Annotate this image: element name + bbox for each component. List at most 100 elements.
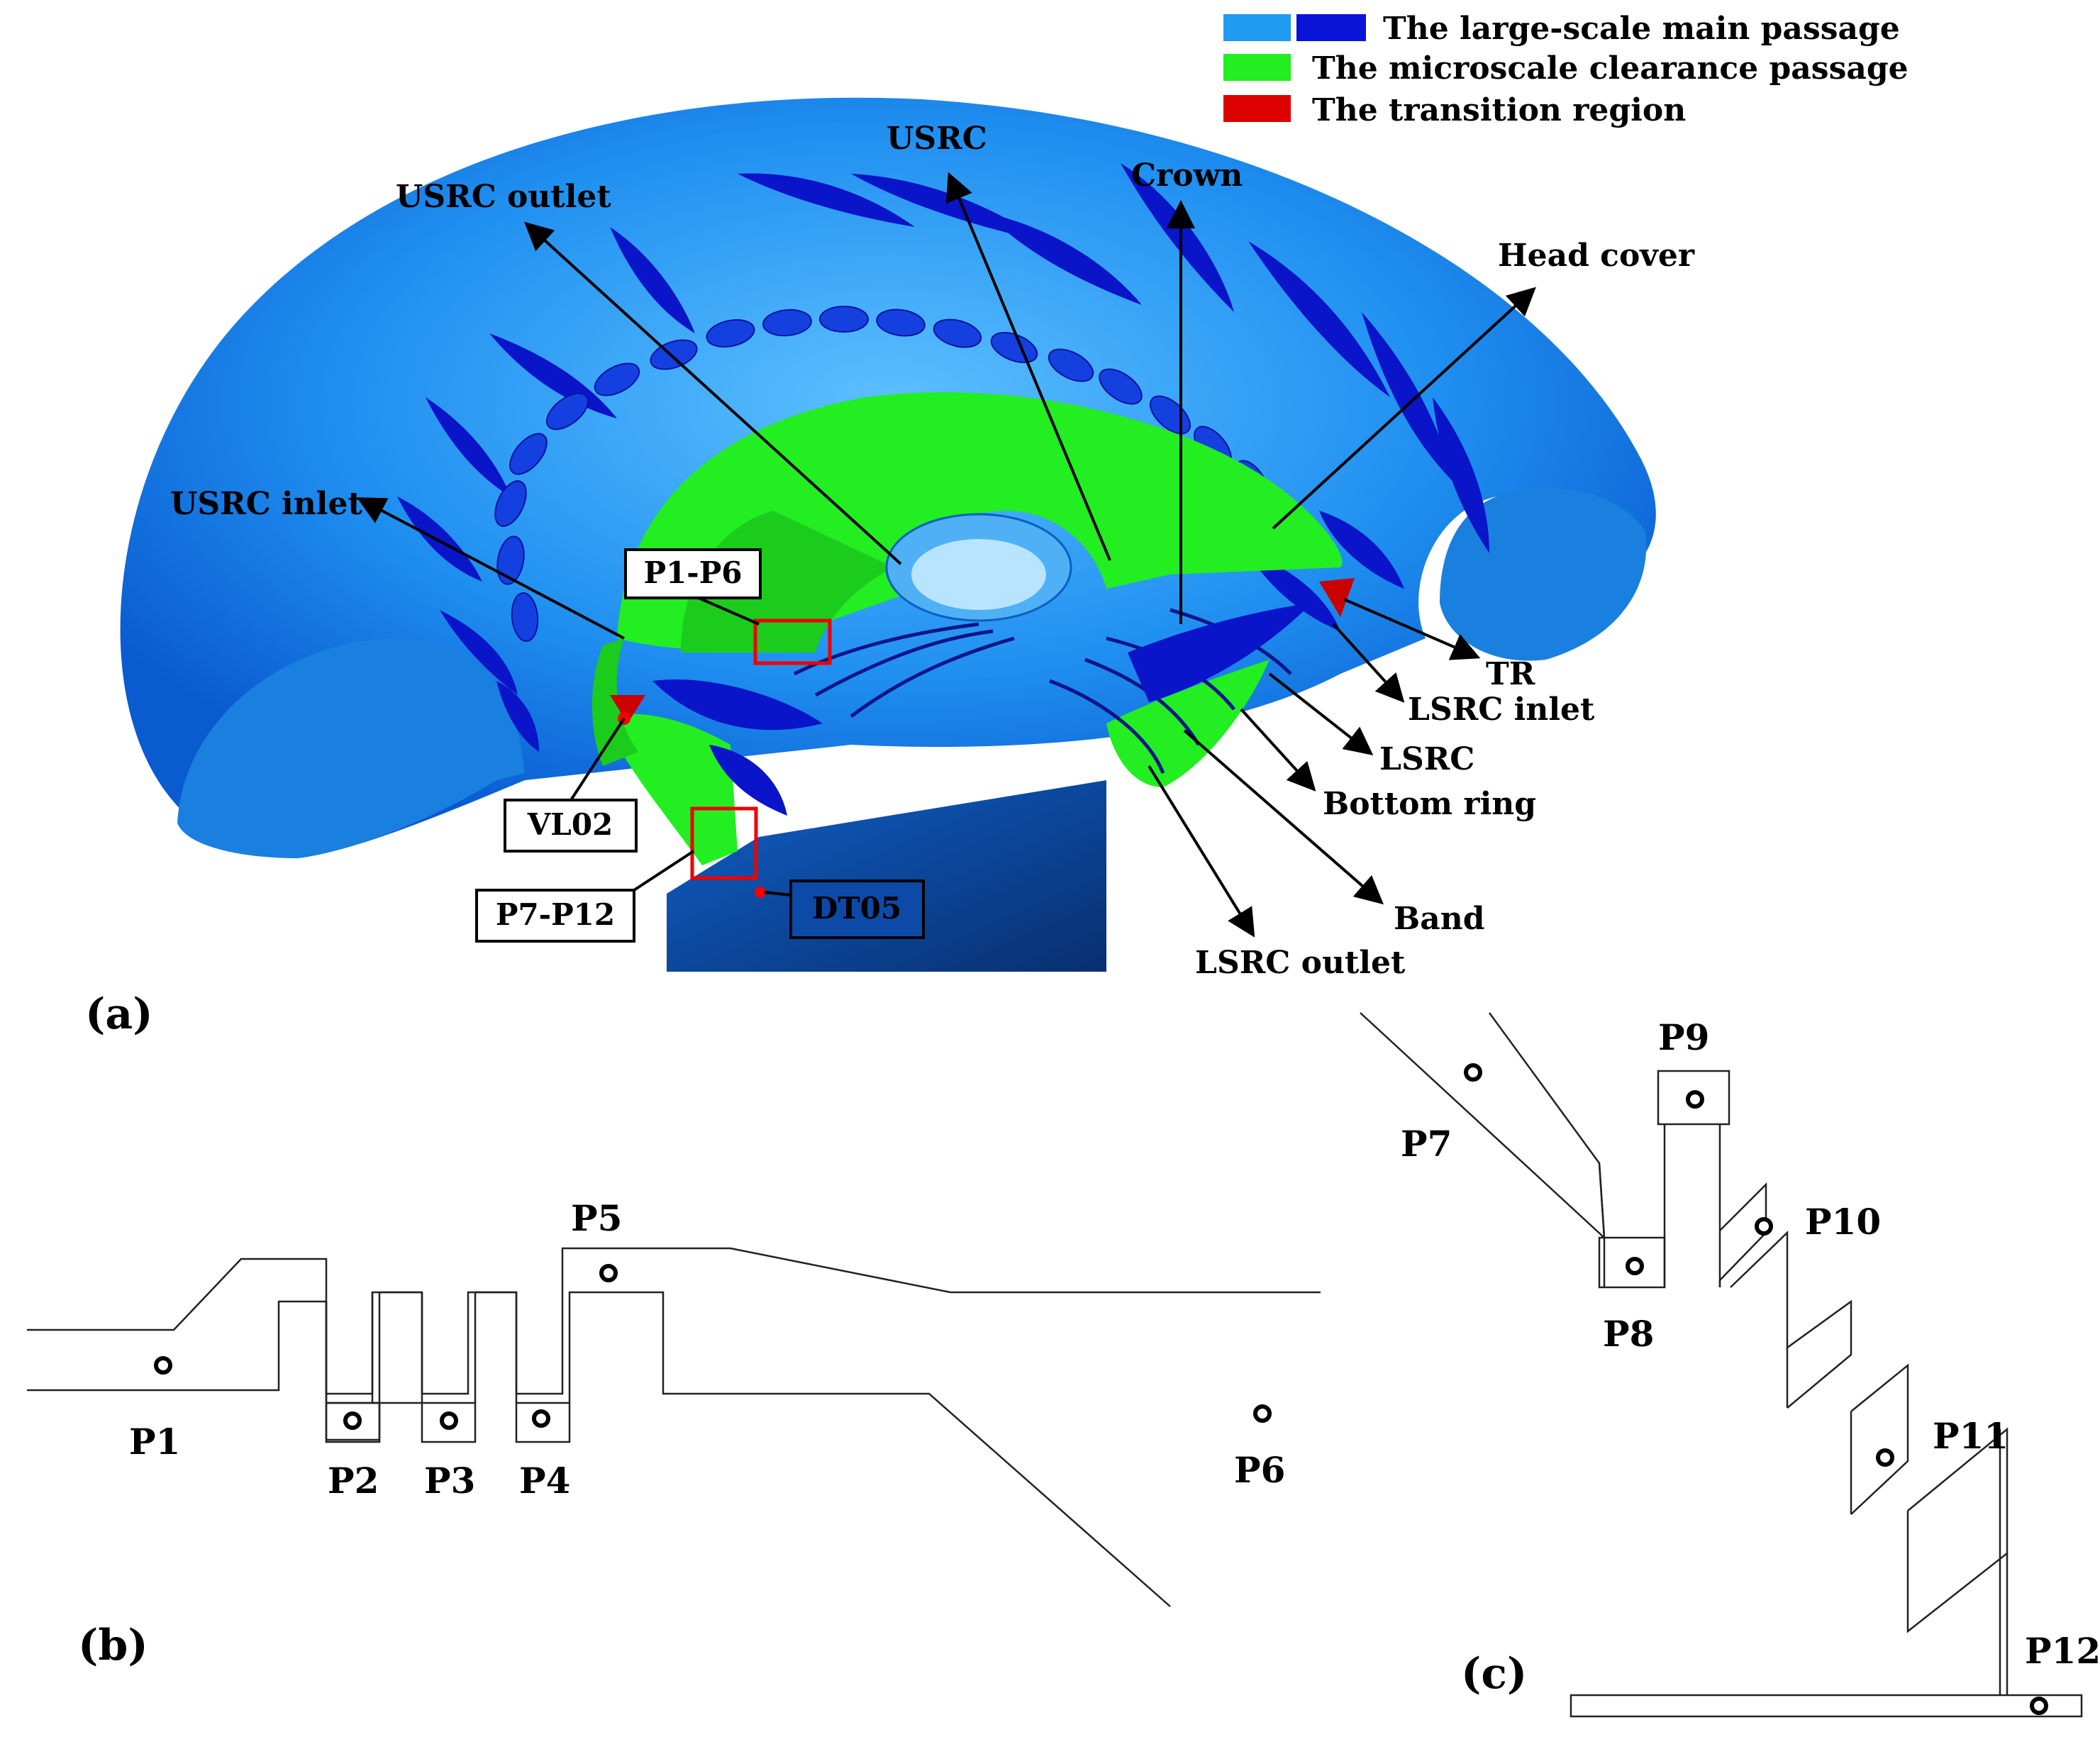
casing-section-right [1440, 488, 1647, 661]
runner-hub-inner [911, 539, 1046, 610]
panel-c-outlet-channel [1570, 1694, 2083, 1718]
callout-tr: TR [1486, 656, 1535, 692]
panel-b-lower-continued [378, 1291, 422, 1403]
arrow-bottom-ring [1240, 708, 1316, 792]
panel-c-step-1 [1719, 1182, 1767, 1281]
panel-c-diagram: P7 P8 P9 P10 P11 P12 [1360, 1012, 2100, 1718]
arrow-lsrc [1268, 672, 1374, 755]
box-label-p7-p12: P7-P12 [496, 897, 615, 932]
probe-p9 [1686, 1090, 1704, 1109]
callout-usrc-inlet: USRC inlet [170, 486, 362, 522]
leader-vl02 [570, 717, 626, 801]
arrow-usrc-outlet [524, 221, 902, 565]
box-label-vl02: VL02 [527, 807, 613, 842]
lower-blade-mid [709, 745, 787, 816]
label-p7: P7 [1401, 1123, 1452, 1165]
label-p4: P4 [519, 1460, 570, 1502]
label-p3: P3 [424, 1460, 475, 1502]
legend-swatch-main-light [1223, 14, 1291, 41]
panel-b-diagram: P1 P2 P3 P4 P5 P6 [27, 1197, 1321, 1607]
panel-c-chamber-p9 [1657, 1070, 1730, 1126]
label-p9: P9 [1658, 1016, 1709, 1058]
box-label-dt05: DT05 [812, 891, 901, 926]
box-p7-p12 [475, 889, 635, 943]
panel-b-lower-mid [474, 1291, 518, 1403]
box-vl02 [504, 799, 638, 853]
crown-inner-green [681, 511, 894, 653]
panel-c-step-5 [1850, 1363, 1909, 1515]
leader-p1-p6 [698, 596, 760, 626]
arrow-usrc [945, 172, 1111, 561]
panel-label-c: (c) [1461, 1649, 1527, 1699]
legend-label-main: The large-scale main passage [1383, 11, 1900, 47]
draft-tube [667, 780, 1106, 972]
probe-p3 [440, 1411, 458, 1430]
panel-label-b: (b) [78, 1621, 148, 1670]
probe-p12 [2030, 1697, 2048, 1715]
callout-lsrc: LSRC [1379, 741, 1474, 777]
legend-swatch-transition [1223, 95, 1291, 122]
panel-label-a: (a) [85, 989, 153, 1039]
callout-lsrc-inlet: LSRC inlet [1408, 692, 1595, 728]
probe-p4 [532, 1409, 550, 1428]
box-dt05 [789, 879, 925, 939]
box-label-p1-p6: P1-P6 [643, 555, 742, 590]
panel-c-probes [1464, 1063, 2048, 1715]
legend-label-clearance: The microscale clearance passage [1312, 50, 1909, 87]
legend-swatch-clearance [1223, 54, 1291, 81]
probe-p7 [1464, 1063, 1482, 1082]
lower-blade-left [652, 679, 823, 731]
callout-band: Band [1394, 901, 1484, 937]
panel-a-callouts: USRC Crown USRC outlet Head cover USRC i… [170, 121, 1695, 981]
leader-dt05 [764, 891, 791, 897]
callout-crown: Crown [1131, 157, 1243, 194]
legend-swatch-main-dark [1296, 14, 1366, 41]
label-p10: P10 [1805, 1201, 1881, 1243]
arrow-tr [1343, 598, 1481, 660]
panel-b-upper-wall [27, 1247, 1321, 1395]
label-p11: P11 [1933, 1415, 2009, 1457]
label-p1: P1 [129, 1421, 180, 1463]
probe-p1 [154, 1356, 172, 1375]
label-p12: P12 [2025, 1630, 2100, 1672]
box-p1-p6 [624, 548, 762, 599]
callout-head-cover: Head cover [1498, 238, 1695, 274]
arrow-head-cover [1272, 287, 1536, 530]
label-p6: P6 [1234, 1449, 1285, 1491]
band-clearance-surface [1106, 660, 1270, 787]
panel-c-wall-a [1598, 1162, 1606, 1238]
probe-p5 [599, 1264, 618, 1282]
panel-b-cavity-p3 [421, 1402, 477, 1443]
panel-b-cavities [371, 1292, 423, 1404]
arrow-band [1183, 729, 1384, 905]
arrow-usrc-inlet [356, 497, 625, 640]
callout-lsrc-outlet: LSRC outlet [1195, 945, 1406, 981]
panel-c-step-8 [1906, 1427, 2009, 1633]
panel-b-cavity-p4 [515, 1402, 571, 1443]
probe-p6 [1253, 1404, 1272, 1423]
panel-c-inlet-right [1488, 1012, 1606, 1238]
label-p2: P2 [328, 1460, 379, 1502]
label-p8: P8 [1603, 1313, 1654, 1355]
probe-p8 [1626, 1257, 1644, 1275]
panel-a-render [120, 97, 1656, 972]
p1-p6-highlight-box [753, 618, 832, 665]
panel-b-probes [154, 1264, 1272, 1430]
panel-b-cavity-p2 [325, 1402, 381, 1443]
probe-p2 [343, 1411, 362, 1430]
leader-p7-p12 [633, 850, 695, 892]
casing-section-left [177, 638, 525, 858]
probe-p11 [1876, 1448, 1894, 1467]
p7-p12-highlight-box [690, 806, 758, 880]
transition-region-left [610, 695, 645, 723]
arrow-lsrc-outlet [1148, 765, 1255, 938]
callout-usrc: USRC [887, 121, 987, 157]
arrow-lsrc-inlet [1332, 623, 1405, 703]
callout-bottom-ring: Bottom ring [1323, 786, 1536, 822]
lower-blade-right [1128, 603, 1312, 702]
panel-c-inlet-left [1360, 1012, 1606, 1287]
panel-b-lower-right [568, 1291, 1171, 1607]
panel-c-step-3 [1730, 1231, 1852, 1409]
legend-label-transition: The transition region [1312, 92, 1686, 128]
